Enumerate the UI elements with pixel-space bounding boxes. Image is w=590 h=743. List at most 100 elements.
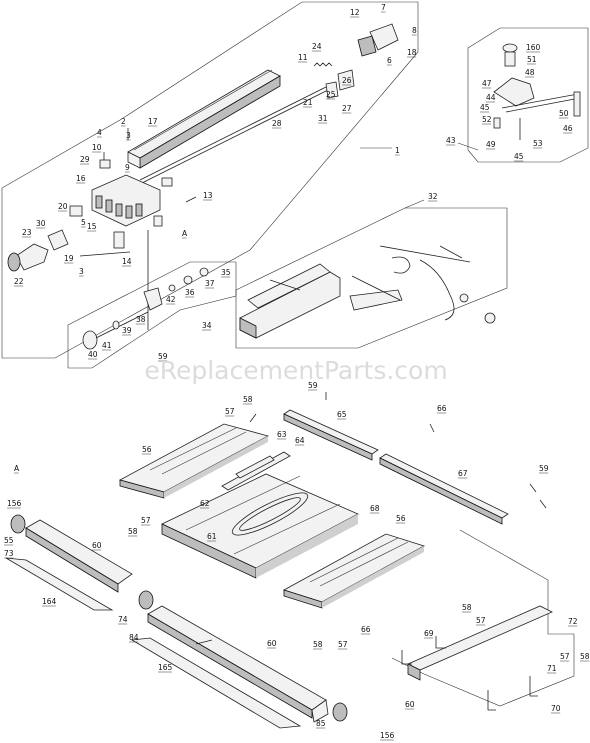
table-assembly [5, 392, 575, 729]
callout-c-58e: 58 [580, 652, 590, 661]
callout-c-56b: 56 [396, 514, 406, 523]
callout-c-156b: 156 [380, 731, 395, 740]
callout-c-30: 30 [36, 219, 46, 228]
callout-c-58c: 58 [462, 603, 472, 612]
callout-c-9: 9 [125, 163, 130, 172]
miter-gauge-outline [467, 27, 589, 163]
callout-c-20: 20 [58, 202, 68, 211]
callout-c-156a: 156 [7, 499, 22, 508]
callout-c-A1: A [182, 229, 188, 238]
callout-c-57a: 57 [225, 407, 235, 416]
callout-c-62: 62 [200, 499, 210, 508]
callout-c-47: 47 [482, 79, 492, 88]
rear-bracket [369, 23, 399, 51]
callout-c-58a: 58 [243, 395, 253, 404]
callout-c-8: 8 [412, 26, 417, 35]
callout-c-40: 40 [88, 350, 98, 359]
callout-c-42: 42 [166, 295, 176, 304]
callout-c-4: 4 [97, 128, 102, 137]
callout-c-44: 44 [486, 93, 496, 102]
front-knob-center [138, 590, 154, 610]
lock-handle-parts [82, 267, 209, 350]
callout-c-68: 68 [370, 504, 380, 513]
fence-lock-knob [15, 243, 49, 271]
callout-c-57c: 57 [476, 616, 486, 625]
callout-c-61: 61 [207, 532, 217, 541]
callout-c-17: 17 [148, 117, 158, 126]
callout-c-66b: 66 [361, 625, 371, 634]
callout-c-59a: 59 [158, 352, 168, 361]
callout-c-59b: 59 [308, 381, 318, 390]
clamp-block [113, 231, 125, 249]
callout-c-3: 3 [126, 131, 131, 140]
callout-c-85: 85 [316, 719, 326, 728]
callout-c-67: 67 [458, 469, 468, 478]
callout-c-60a: 60 [92, 541, 102, 550]
callout-c-38: 38 [136, 315, 146, 324]
callout-c-13: 13 [203, 191, 213, 200]
callout-c-66a: 66 [437, 404, 447, 413]
callout-c-58d: 58 [313, 640, 323, 649]
callout-c-29: 29 [80, 155, 90, 164]
callout-c-49: 49 [486, 140, 496, 149]
callout-c-160: 160 [526, 43, 541, 52]
callout-c-57b: 57 [141, 516, 151, 525]
callout-c-5: 5 [81, 218, 86, 227]
callout-c-32: 32 [428, 192, 438, 201]
callout-c-63: 63 [277, 430, 287, 439]
callout-c-50: 50 [559, 109, 569, 118]
callout-c-28: 28 [272, 119, 282, 128]
callout-c-165: 165 [158, 663, 173, 672]
callout-c-10: 10 [92, 143, 102, 152]
callout-c-31: 31 [318, 114, 328, 123]
callout-c-6: 6 [387, 56, 392, 65]
fence-rail [127, 69, 281, 159]
watermark: eReplacementParts.com [144, 356, 447, 385]
callout-c-15: 15 [87, 222, 97, 231]
callout-c-48: 48 [525, 68, 535, 77]
callout-c-14: 14 [122, 257, 132, 266]
callout-c-71: 71 [547, 664, 557, 673]
callout-c-22: 22 [14, 277, 24, 286]
callout-c-57d: 57 [338, 640, 348, 649]
callout-c-57e: 57 [560, 652, 570, 661]
callout-c-27: 27 [342, 104, 352, 113]
scale-strip-left [5, 557, 114, 611]
callout-c-60b: 60 [267, 639, 277, 648]
callout-c-1: 1 [395, 146, 400, 155]
callout-c-45a: 45 [480, 103, 490, 112]
callout-c-58b: 58 [128, 527, 138, 536]
callout-c-2: 2 [121, 117, 126, 126]
callout-c-70: 70 [551, 704, 561, 713]
callout-c-18: 18 [407, 48, 417, 57]
callout-c-52: 52 [482, 115, 492, 124]
callout-c-3b: 3 [79, 267, 84, 276]
callout-c-64: 64 [295, 436, 305, 445]
blade-guard-parts [239, 245, 496, 339]
callout-c-59c: 59 [539, 464, 549, 473]
callout-c-24: 24 [312, 42, 322, 51]
callout-c-25: 25 [326, 90, 336, 99]
fence-assembly [7, 23, 399, 330]
callout-c-19: 19 [64, 254, 74, 263]
callout-c-72: 72 [568, 617, 578, 626]
callout-c-11: 11 [298, 53, 308, 62]
callout-c-65: 65 [337, 410, 347, 419]
callout-c-51: 51 [527, 55, 537, 64]
lock-handle-outline [67, 261, 237, 369]
fence-rod [139, 84, 331, 181]
callout-c-36: 36 [185, 288, 195, 297]
callout-c-45b: 45 [514, 152, 524, 161]
group-outlines [1, 1, 589, 369]
callout-c-7: 7 [381, 3, 386, 12]
miter-gauge-parts [493, 43, 581, 140]
callout-c-21: 21 [303, 98, 313, 107]
callout-c-35: 35 [221, 268, 231, 277]
scale-strip-right [130, 637, 302, 729]
front-knob-left [10, 514, 26, 534]
callout-c-84: 84 [129, 633, 139, 642]
callout-c-69: 69 [424, 629, 434, 638]
callout-c-39: 39 [122, 326, 132, 335]
callout-c-56a: 56 [142, 445, 152, 454]
